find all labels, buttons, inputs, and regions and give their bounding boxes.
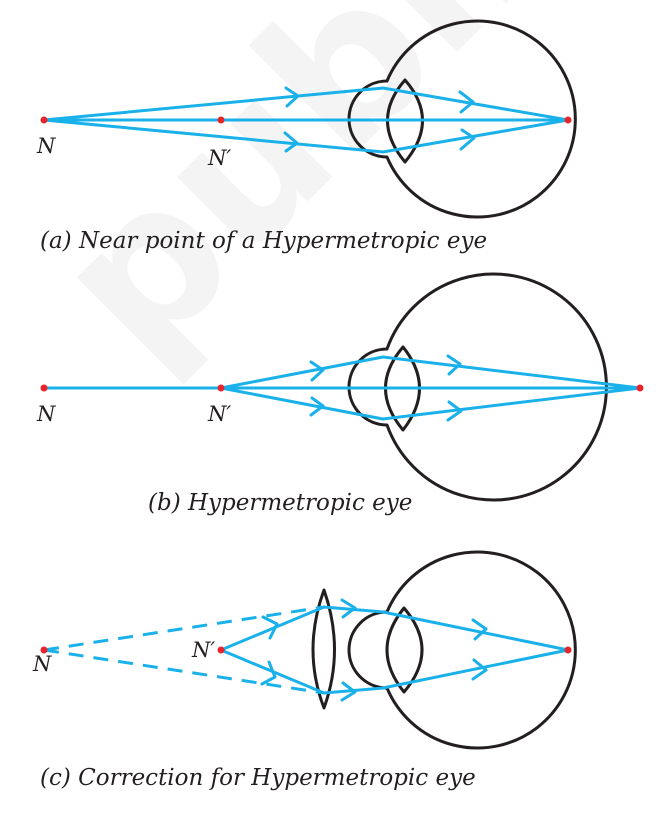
point-n-a [40,116,48,124]
watermark-text: publis [11,0,660,401]
dashed-ray-c-upper [43,605,325,652]
caption-c: (c) Correction for Hypermetropic eye [40,765,476,791]
lower-ray-b [219,386,642,421]
arrowhead-c-lower-1 [260,660,277,686]
panel-c: N N′ (c) Correction for Hypermetropic ey… [32,550,577,791]
label-n-prime-b: N′ [207,402,231,426]
arrowhead-b-upper-2 [446,354,462,376]
caption-a: (a) Near point of a Hypermetropic eye [40,228,487,254]
retina-point-c [564,646,572,654]
retina-point-a [564,116,572,124]
label-n-a: N [36,134,56,158]
label-n-prime-a: N′ [207,146,231,170]
arrowhead-b-lower-1 [309,396,325,417]
eye-c [347,550,577,750]
focus-point-b [636,384,644,392]
arrowhead-c-upper-2 [340,598,357,619]
panel-b: N N′ (b) Hypermetropic eye [36,272,644,516]
point-n-prime-c [217,646,225,654]
eye-b [347,272,608,502]
eyeball-outline-c [347,550,577,750]
arrowhead-c-lower-2 [340,681,357,702]
point-n-b [40,384,48,392]
eye-a [347,19,577,219]
eyeball-outline-b [347,272,608,502]
arrowhead-a-lower-1 [283,131,299,153]
upper-ray-b [219,355,642,390]
upper-ray-a [42,86,570,122]
point-n-prime-b [217,384,225,392]
lower-ray-a [42,118,570,154]
label-n-c: N [32,652,52,676]
convex-correction-lens [311,588,336,710]
point-n-prime-a [217,116,225,124]
label-n-b: N [36,402,56,426]
arrowhead-b-lower-2 [446,400,463,422]
eye-lens-a [386,78,424,164]
eyeball-outline-a [347,19,577,219]
caption-b: (b) Hypermetropic eye [148,490,412,516]
arrowhead-c-upper-3 [471,618,488,641]
eye-lens-c [385,606,424,694]
label-n-prime-c: N′ [191,638,215,662]
eye-lens-b [384,345,421,432]
arrowhead-c-upper-1 [261,615,279,640]
arrowhead-a-lower-2 [459,128,476,151]
arrowhead-c-lower-3 [471,658,488,681]
panel-a: N N′ (a) Near point of a Hypermetropic e… [36,19,577,254]
point-n-c [40,646,48,654]
arrowhead-a-upper-2 [458,90,475,114]
watermark: publis [11,0,660,401]
dashed-ray-c-lower [43,648,325,695]
arrowhead-a-upper-1 [284,86,300,108]
arrowhead-b-upper-1 [309,360,325,382]
